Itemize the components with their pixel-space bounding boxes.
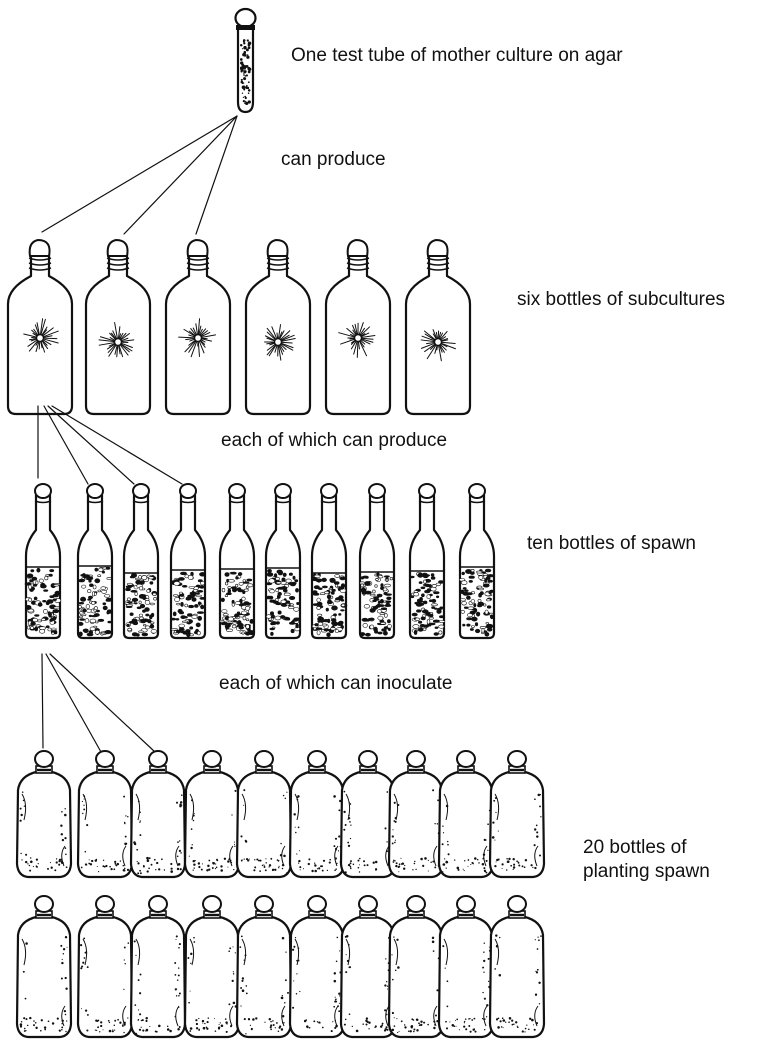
spawn-bottle bbox=[312, 484, 348, 638]
planting-spawn-bottle bbox=[17, 896, 71, 1037]
subculture-bottle bbox=[166, 240, 230, 414]
stage-label-subcultures: six bottles of subcultures bbox=[517, 288, 725, 311]
planting-spawn-bottle bbox=[389, 751, 443, 877]
planting-spawn-bottle bbox=[290, 751, 344, 877]
spawn-bottle bbox=[410, 484, 445, 638]
planting-spawn-bottle bbox=[185, 896, 239, 1037]
subculture-bottle bbox=[326, 240, 390, 414]
stage-label-planting-spawn-line2: planting spawn bbox=[583, 860, 710, 883]
planting-spawn-bottle bbox=[290, 896, 344, 1037]
planting-spawn-bottle bbox=[185, 751, 239, 877]
planting-spawn-bottle bbox=[341, 896, 395, 1037]
spawn-bottle bbox=[78, 484, 113, 638]
subculture-bottle bbox=[246, 240, 310, 414]
planting-spawn-bottle bbox=[490, 751, 544, 877]
planting-spawn-bottle bbox=[78, 751, 132, 877]
spawn-bottle bbox=[266, 484, 300, 638]
spawn-bottle bbox=[219, 484, 254, 638]
planting-spawn-bottle bbox=[17, 751, 71, 877]
stage-label-mother-culture: One test tube of mother culture on agar bbox=[291, 44, 623, 67]
test-tube-mother-culture bbox=[236, 9, 256, 112]
subculture-bottle bbox=[406, 240, 470, 414]
planting-spawn-bottle bbox=[439, 751, 493, 877]
planting-spawn-bottle bbox=[389, 896, 443, 1037]
spawn-bottle bbox=[171, 484, 206, 638]
connector-label-can-produce: can produce bbox=[281, 148, 386, 171]
connector-lines-tube-to-subcultures bbox=[42, 116, 237, 234]
connector-label-each-can-inoculate: each of which can inoculate bbox=[219, 672, 452, 695]
planting-spawn-bottle bbox=[131, 751, 185, 877]
spawn-bottle bbox=[360, 484, 394, 638]
connector-label-each-can-produce: each of which can produce bbox=[221, 429, 447, 452]
spawn-bottle bbox=[459, 484, 494, 638]
planting-spawn-bottle bbox=[131, 896, 185, 1037]
planting-spawn-bottle bbox=[490, 896, 544, 1037]
planting-spawn-bottle bbox=[341, 751, 395, 877]
subculture-bottle bbox=[86, 240, 150, 414]
planting-spawn-bottle bbox=[237, 751, 291, 877]
connector-lines-subculture-to-spawn bbox=[38, 406, 182, 484]
planting-spawn-bottle bbox=[78, 896, 132, 1037]
stage-label-spawn: ten bottles of spawn bbox=[527, 532, 696, 555]
spawn-bottle bbox=[25, 484, 61, 638]
planting-spawn-bottle bbox=[439, 896, 493, 1037]
planting-spawn-bottle bbox=[237, 896, 291, 1037]
spawn-bottle bbox=[124, 484, 158, 638]
subculture-bottle bbox=[8, 240, 72, 414]
stage-label-planting-spawn-line1: 20 bottles of bbox=[583, 836, 687, 859]
connector-lines-spawn-to-planting bbox=[42, 654, 155, 752]
